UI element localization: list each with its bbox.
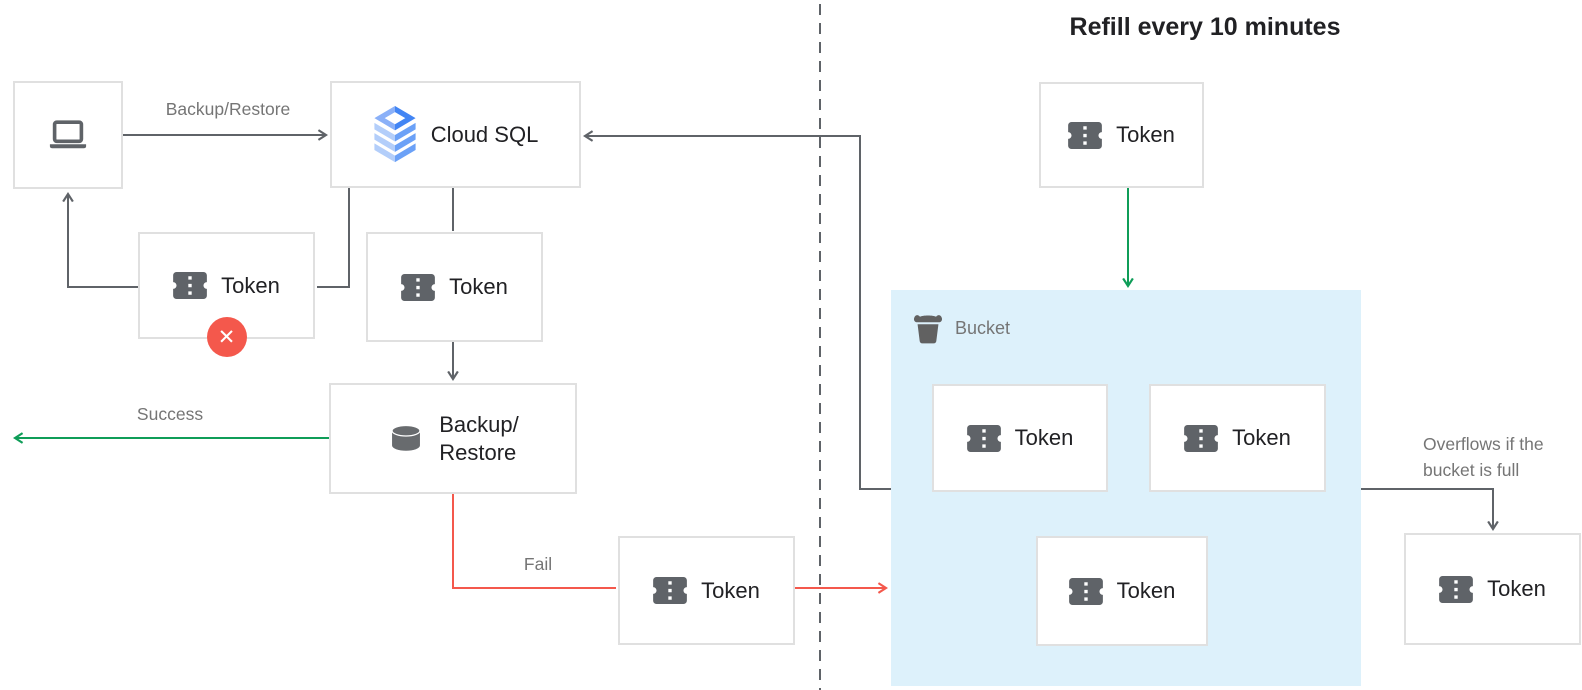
client-laptop-node <box>13 81 123 189</box>
overflow-label: Overflows if the bucket is full <box>1423 431 1544 483</box>
ticket-icon <box>1439 575 1474 603</box>
token-label: Token <box>1232 425 1291 450</box>
bucket-label: Bucket <box>955 318 1011 338</box>
token-bucket-node-3: Token <box>1036 536 1208 646</box>
token-refill-node: Token <box>1039 82 1204 188</box>
bucket-header: Bucket <box>911 313 1010 344</box>
token-label: Token <box>1014 425 1074 450</box>
edge-overflow <box>1361 488 1499 532</box>
token-label: Token <box>449 274 508 299</box>
token-label: Token <box>701 577 760 603</box>
backup-restore-node: Backup/ Restore <box>329 383 577 494</box>
ticket-icon <box>653 577 688 604</box>
cloud-sql-icon <box>374 105 416 162</box>
backup-restore-line1: Backup/ <box>439 411 519 437</box>
ticket-icon <box>966 424 1001 452</box>
token-label: Token <box>1116 578 1176 603</box>
cloud-sql-node: Cloud SQL <box>330 81 581 188</box>
overflow-label-line2: bucket is full <box>1423 460 1520 480</box>
token-bucket-node-1: Token <box>932 384 1108 492</box>
database-cylinder-icon <box>391 424 421 451</box>
token-fail-node: Token <box>618 536 795 645</box>
ticket-icon <box>1068 577 1103 605</box>
cloud-sql-label: Cloud SQL <box>430 121 539 147</box>
fail-label: Fail <box>523 554 553 574</box>
token-overflow-node: Token <box>1404 533 1581 645</box>
edge-cloudsql-to-token-denied <box>317 188 350 288</box>
success-label: Success <box>136 404 204 424</box>
token-label: Token <box>1487 576 1546 601</box>
token-bucket-node-2: Token <box>1149 384 1326 492</box>
backup-restore-edge-label: Backup/Restore <box>165 99 291 119</box>
backup-restore-line2: Restore <box>439 439 517 465</box>
edge-bucket-to-cloudsql <box>582 130 891 490</box>
red-x-icon: ✕ <box>206 317 247 357</box>
bucket-icon <box>913 315 943 344</box>
token-label: Token <box>221 272 280 298</box>
ticket-icon <box>1184 424 1219 452</box>
overflow-label-line1: Overflows if the <box>1423 434 1544 454</box>
laptop-icon <box>49 120 87 149</box>
edge-token-denied-to-laptop <box>62 191 138 288</box>
refill-title: Refill every 10 minutes <box>1069 13 1341 41</box>
token-denied-node: Token ✕ <box>138 232 315 357</box>
token-label: Token <box>1116 122 1175 147</box>
ticket-icon <box>401 273 436 301</box>
ticket-icon <box>1068 121 1103 149</box>
token-queue-node: Token <box>366 232 543 342</box>
backup-restore-label: Backup/ Restore <box>439 411 519 467</box>
ticket-icon <box>173 272 208 299</box>
